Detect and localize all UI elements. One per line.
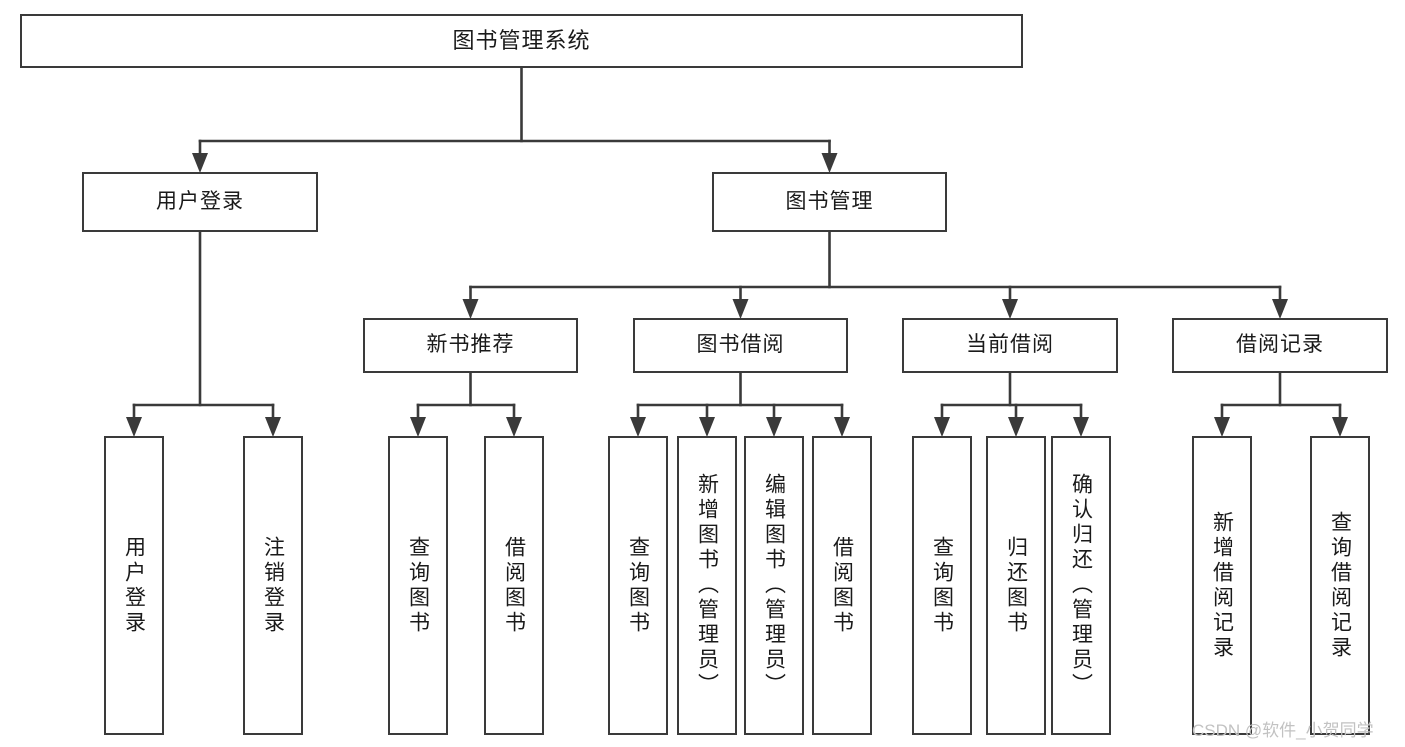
arrowhead-icon [1214,417,1230,437]
arrowhead-icon [699,417,715,437]
node-leaf-user-login[interactable]: 用户登录 [104,436,164,735]
node-label: 新增图书（管理员） [695,473,719,698]
arrowhead-icon [1073,417,1089,437]
node-label: 借阅图书 [830,535,854,636]
node-label: 图书借阅 [696,333,785,357]
node-label: 注销登录 [261,535,285,636]
node-label: 当前借阅 [966,333,1054,357]
node-leaf-borrow-book-2[interactable]: 借阅图书 [812,436,872,735]
arrowhead-icon [834,417,850,437]
node-user-login[interactable]: 用户登录 [82,172,318,232]
arrowhead-icon [1002,299,1018,319]
node-leaf-add-book[interactable]: 新增图书（管理员） [677,436,737,735]
node-leaf-borrow-book-1[interactable]: 借阅图书 [484,436,544,735]
node-leaf-query-book-1[interactable]: 查询图书 [388,436,448,735]
arrowhead-icon [1332,417,1348,437]
node-borrow-record[interactable]: 借阅记录 [1172,318,1388,373]
node-label: 借阅图书 [502,535,526,636]
arrowhead-icon [265,417,281,437]
node-label: 查询借阅记录 [1328,510,1352,661]
node-leaf-confirm-return[interactable]: 确认归还（管理员） [1051,436,1111,735]
node-label: 确认归还（管理员） [1069,473,1093,698]
node-root[interactable]: 图书管理系统 [20,14,1023,68]
node-label: 新书推荐 [426,333,515,357]
arrowhead-icon [821,153,838,173]
csdn-watermark: CSDN @软件_小贺同学 [1192,721,1374,740]
arrowhead-icon [934,417,950,437]
arrowhead-icon [506,417,522,437]
arrowhead-icon [126,417,142,437]
arrowhead-icon [192,153,208,173]
node-leaf-query-book-3[interactable]: 查询图书 [912,436,972,735]
node-new-book-rec[interactable]: 新书推荐 [363,318,578,373]
node-label: 查询图书 [626,535,650,636]
node-label: 新增借阅记录 [1210,510,1234,661]
arrowhead-icon [1008,417,1024,437]
node-label: 查询图书 [406,535,430,636]
node-book-borrow[interactable]: 图书借阅 [633,318,848,373]
node-leaf-return-book[interactable]: 归还图书 [986,436,1046,735]
node-leaf-query-record[interactable]: 查询借阅记录 [1310,436,1370,735]
node-label: 归还图书 [1004,535,1028,636]
arrowhead-icon [1272,299,1288,319]
node-label: 查询图书 [930,535,954,636]
node-book-manage[interactable]: 图书管理 [712,172,947,232]
node-label: 图书管理 [785,189,874,213]
arrowhead-icon [732,299,749,319]
arrowhead-icon [462,299,479,319]
arrowhead-icon [630,417,646,437]
node-label: 借阅记录 [1236,333,1324,357]
node-label: 用户登录 [156,189,244,213]
node-leaf-query-book-2[interactable]: 查询图书 [608,436,668,735]
node-current-borrow[interactable]: 当前借阅 [902,318,1118,373]
arrowhead-icon [410,417,426,437]
node-label: 图书管理系统 [452,28,591,54]
node-leaf-add-record[interactable]: 新增借阅记录 [1192,436,1252,735]
node-leaf-logout[interactable]: 注销登录 [243,436,303,735]
arrowhead-icon [766,417,782,437]
node-label: 用户登录 [122,535,146,636]
node-label: 编辑图书（管理员） [762,473,786,698]
node-leaf-edit-book[interactable]: 编辑图书（管理员） [744,436,804,735]
